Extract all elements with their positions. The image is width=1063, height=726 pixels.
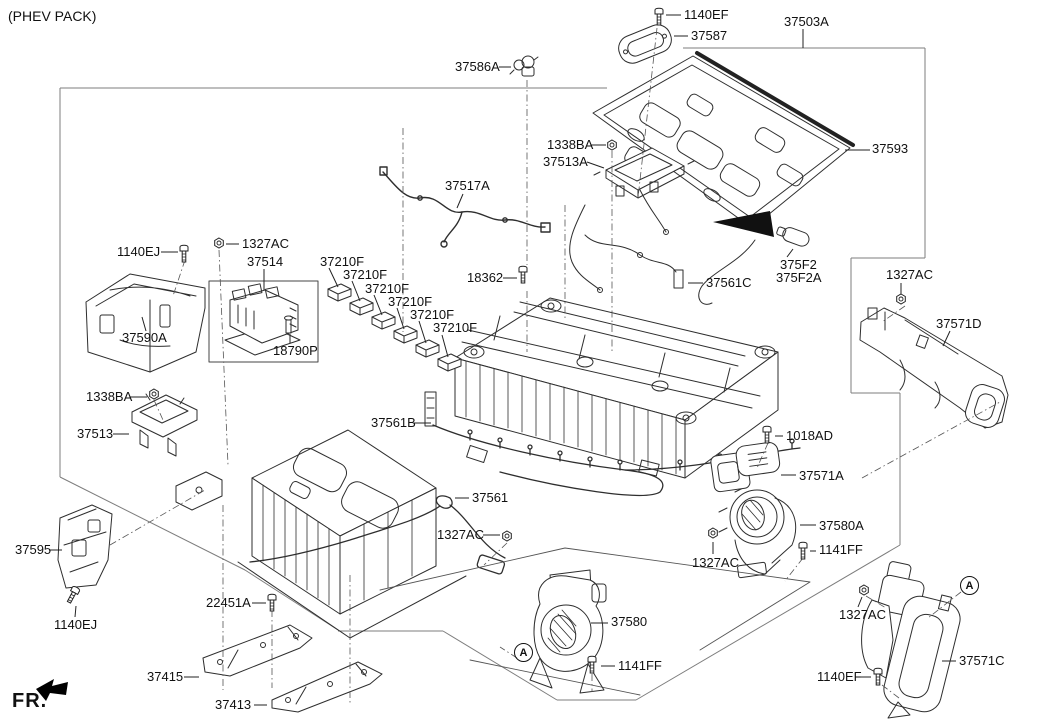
part-label-37517a: 37517A [445, 178, 490, 193]
nut-icon [859, 584, 869, 596]
blower-37580-drawing [529, 569, 607, 694]
part-label-1327ac: 1327AC [692, 555, 739, 570]
duct-37571D-drawing [859, 307, 1009, 429]
bolt-icon [518, 265, 528, 284]
part-label-37210f: 37210F [343, 267, 388, 282]
nut-icon [214, 237, 224, 249]
part-label-37210f: 37210F [365, 281, 410, 296]
part-label-1327ac: 1327AC [437, 527, 484, 542]
side-cover-drawing [85, 273, 206, 373]
part-label-37210f: 37210F [320, 254, 365, 269]
strap-37415-drawing [202, 624, 313, 677]
bolt-icon [179, 244, 189, 263]
part-label-37580a: 37580A [819, 518, 864, 533]
battery-pack-cover-drawing [592, 51, 855, 229]
part-label-37210f: 37210F [410, 307, 455, 322]
part-label-37210f: 37210F [433, 320, 478, 335]
front-direction-arrow-icon [36, 679, 68, 701]
front-direction-label: FR. [12, 690, 48, 712]
part-label-1141ff: 1141FF [618, 658, 662, 673]
part-label-1327ac: 1327AC [242, 236, 289, 251]
part-label-37513: 37513 [77, 426, 114, 441]
part-label-22451a: 22451A [206, 595, 251, 610]
detail-marker-a: A [960, 576, 979, 595]
part-label-1140ef: 1140EF [817, 669, 862, 684]
part-label-1338ba: 1338BA [547, 137, 594, 152]
page-title: (PHEV PACK) [8, 8, 97, 24]
part-label-37513a: 37513A [543, 154, 588, 169]
part-label-37593: 37593 [872, 141, 909, 156]
part-label-37571a: 37571A [799, 468, 844, 483]
part-label-37587: 37587 [691, 28, 728, 43]
part-label-1327ac: 1327AC [886, 267, 933, 282]
screw-icon [798, 541, 808, 560]
battery-tray-drawing [454, 297, 779, 479]
ecu-upper-drawing [593, 147, 695, 199]
nut-icon [149, 388, 159, 400]
part-label-1018ad: 1018AD [786, 428, 833, 443]
clip-drawing [509, 55, 539, 77]
sensor-blocks-drawing [327, 283, 462, 372]
part-label-18362: 18362 [467, 270, 504, 285]
resistor-drawing [776, 226, 810, 247]
part-label-37561b: 37561B [371, 415, 416, 430]
part-label-37595: 37595 [15, 542, 52, 557]
part-label-18790p: 18790P [273, 343, 318, 358]
bolt-icon [873, 667, 883, 686]
part-label-375f2a: 375F2A [776, 270, 822, 285]
nut-icon [708, 527, 718, 539]
part-label-1140ef: 1140EF [684, 7, 729, 22]
wiring-37517A-drawing [379, 166, 551, 248]
part-label-37571d: 37571D [936, 316, 982, 331]
part-label-37561: 37561 [472, 490, 509, 505]
screw-icon [762, 425, 772, 444]
end-bracket-drawing [57, 504, 113, 589]
lower-pan-drawing [379, 547, 811, 696]
part-label-37210f: 37210F [388, 294, 433, 309]
part-label-1140ej: 1140EJ [54, 617, 98, 632]
ecu-lower-drawing [131, 393, 198, 457]
part-label-37561c: 37561C [706, 275, 752, 290]
part-label-37413: 37413 [215, 697, 252, 712]
nut-icon [607, 139, 617, 151]
part-label-1327ac: 1327AC [839, 607, 886, 622]
part-label-37580: 37580 [611, 614, 648, 629]
leader-lines [49, 14, 956, 706]
nut-icon [502, 530, 512, 542]
wiring-37561-drawing [249, 495, 506, 575]
part-label-375f2: 375F2 [780, 257, 817, 272]
part-label-1141ff: 1141FF [819, 542, 863, 557]
duct-37571C-drawing [861, 561, 961, 719]
nut-icon [896, 293, 906, 305]
part-label-37503a: 37503A [784, 14, 829, 29]
part-label-37571c: 37571C [959, 653, 1005, 668]
cover-bracket-drawing [618, 24, 672, 64]
screw-icon [587, 655, 597, 674]
detail-marker-a: A [514, 643, 533, 662]
bolt-icon [654, 7, 664, 26]
harness-upper-drawing [569, 189, 774, 305]
assembly-axis-lines [109, 27, 1001, 705]
part-label-37415: 37415 [147, 669, 184, 684]
part-label-37590a: 37590A [122, 330, 167, 345]
part-label-1140ej: 1140EJ [117, 244, 161, 259]
part-label-1338ba: 1338BA [86, 389, 133, 404]
bolt-icon [267, 593, 277, 612]
strap-37413-drawing [271, 661, 383, 713]
part-label-37514: 37514 [247, 254, 284, 269]
diagram-border [59, 47, 926, 701]
duct-37571A-drawing [710, 442, 781, 493]
part-label-37586a: 37586A [455, 59, 500, 74]
